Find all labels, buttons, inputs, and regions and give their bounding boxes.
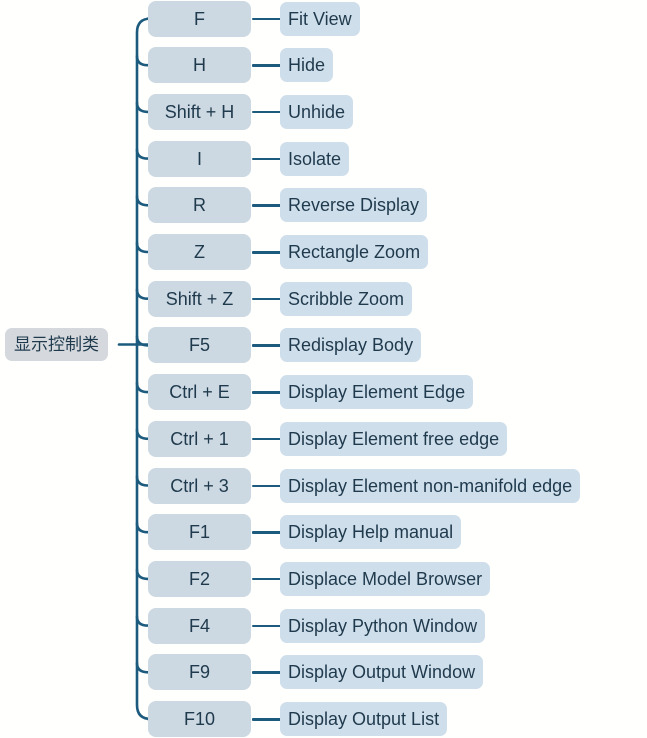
branch-connector-line xyxy=(252,531,283,534)
shortcut-key-pill[interactable]: Ctrl + 3 xyxy=(148,467,251,504)
shortcut-action-pill[interactable]: Display Element non-manifold edge xyxy=(280,468,581,503)
shortcut-action-pill[interactable]: Display Help manual xyxy=(280,515,462,550)
shortcut-action-pill[interactable]: Redisplay Body xyxy=(280,328,422,363)
shortcut-action-pill[interactable]: Display Output List xyxy=(280,702,448,736)
branch-row: R Reverse Display xyxy=(0,187,647,224)
shortcut-key-pill[interactable]: Shift + Z xyxy=(148,280,251,317)
branch-connector-line xyxy=(252,64,283,67)
branch-connector-line xyxy=(252,157,283,161)
root-node[interactable]: 显示控制类 xyxy=(5,328,108,361)
shortcut-action-pill[interactable]: Unhide xyxy=(280,94,354,129)
shortcut-action-pill[interactable]: Reverse Display xyxy=(280,188,428,223)
shortcut-action-pill[interactable]: Display Output Window xyxy=(280,655,484,690)
branch-row: H Hide xyxy=(0,47,647,84)
branch-connector-line xyxy=(252,671,283,674)
shortcut-key-pill[interactable]: H xyxy=(148,47,251,84)
branch-connector-line xyxy=(252,17,283,20)
branch-connector-line xyxy=(252,110,283,114)
shortcut-key-pill[interactable]: Ctrl + E xyxy=(148,374,251,411)
shortcut-action-pill[interactable]: Displace Model Browser xyxy=(280,561,491,596)
branch-row: Shift + Z Scribble Zoom xyxy=(0,280,647,317)
branch-connector-line xyxy=(252,251,283,254)
branch-row: F Fit View xyxy=(0,0,647,37)
branch-connector-line xyxy=(252,577,283,581)
shortcut-action-pill[interactable]: Display Element Edge xyxy=(280,375,474,410)
branch-connector-line xyxy=(252,624,283,628)
shortcut-key-pill[interactable]: F4 xyxy=(148,607,251,644)
branch-row: F5 Redisplay Body xyxy=(0,327,647,364)
branch-row: F2 Displace Model Browser xyxy=(0,560,647,597)
branch-row: Shift + H Unhide xyxy=(0,93,647,130)
shortcut-action-pill[interactable]: Display Element free edge xyxy=(280,421,508,456)
branch-row: Ctrl + 3 Display Element non-manifold edg… xyxy=(0,467,647,504)
shortcut-key-pill[interactable]: Shift + H xyxy=(148,93,251,130)
shortcut-action-pill[interactable]: Isolate xyxy=(280,141,350,176)
shortcut-action-pill[interactable]: Hide xyxy=(280,48,334,83)
branch-connector-line xyxy=(252,204,283,207)
shortcut-action-pill[interactable]: Rectangle Zoom xyxy=(280,235,429,269)
shortcut-key-pill[interactable]: F10 xyxy=(148,701,251,737)
branch-connector-line xyxy=(252,718,283,721)
shortcut-action-pill[interactable]: Display Python Window xyxy=(280,608,486,643)
shortcut-key-pill[interactable]: F5 xyxy=(148,327,251,364)
shortcut-key-pill[interactable]: F9 xyxy=(148,654,251,691)
branch-row: Ctrl + E Display Element Edge xyxy=(0,374,647,411)
branch-connector-line xyxy=(252,484,283,487)
shortcut-action-pill[interactable]: Fit View xyxy=(280,1,360,36)
branch-row: F4 Display Python Window xyxy=(0,607,647,644)
branch-connector-line xyxy=(252,297,283,301)
shortcut-key-pill[interactable]: Ctrl + 1 xyxy=(148,420,251,457)
shortcut-key-pill[interactable]: F2 xyxy=(148,560,251,597)
branch-row: Ctrl + 1 Display Element free edge xyxy=(0,420,647,457)
branch-row: F1 Display Help manual xyxy=(0,514,647,551)
branch-row: I Isolate xyxy=(0,140,647,177)
branch-connector-line xyxy=(252,391,283,394)
branch-connector-line xyxy=(252,437,283,441)
shortcut-key-pill[interactable]: Z xyxy=(148,234,251,270)
branch-row: F10 Display Output List xyxy=(0,701,647,737)
branch-connector-line xyxy=(252,344,283,347)
shortcut-key-pill[interactable]: R xyxy=(148,187,251,224)
shortcut-key-pill[interactable]: F xyxy=(148,0,251,37)
branch-row: F9 Display Output Window xyxy=(0,654,647,691)
shortcut-action-pill[interactable]: Scribble Zoom xyxy=(280,281,413,316)
shortcut-key-pill[interactable]: I xyxy=(148,140,251,177)
shortcut-key-pill[interactable]: F1 xyxy=(148,514,251,551)
branch-row: Z Rectangle Zoom xyxy=(0,234,647,270)
